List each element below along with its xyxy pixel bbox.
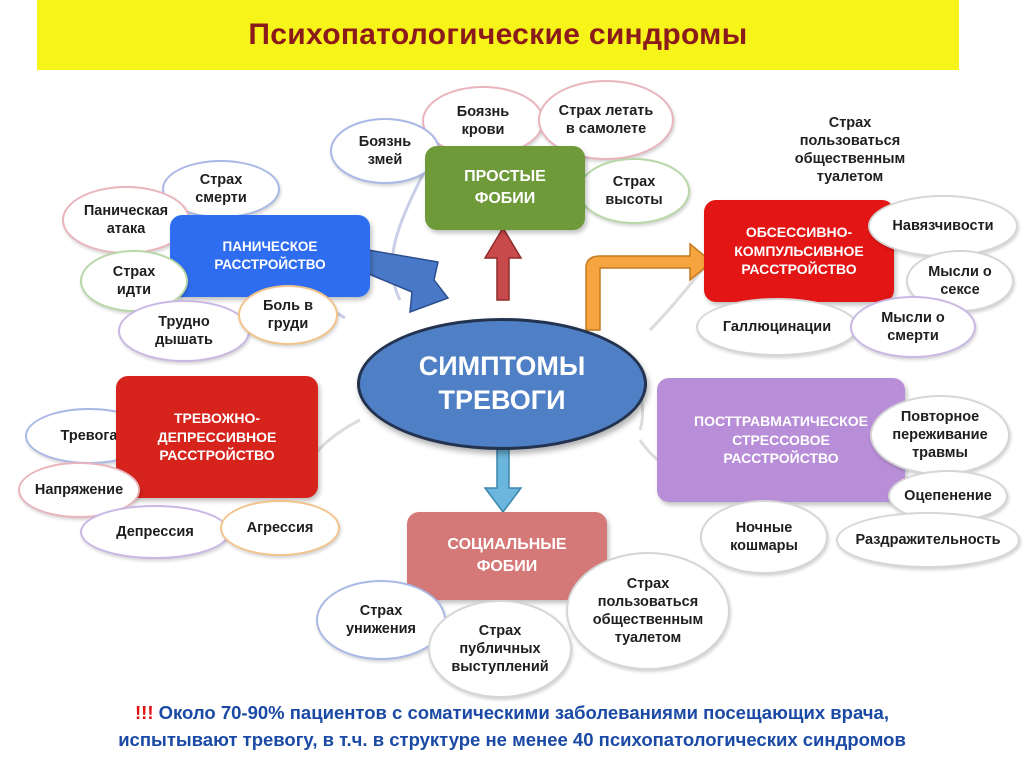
category-simple-phobias: ПРОСТЫЕ ФОБИИ (425, 146, 585, 230)
page-title: Психопатологические синдромы (248, 18, 748, 51)
bubble-label: Депрессия (116, 523, 194, 540)
bubble-label: Мысли о смерти (881, 309, 945, 344)
footer-line-1: !!! Около 70-90% пациентов с соматически… (20, 700, 1004, 727)
bubble-fear-snakes: Боязнь змей (330, 118, 440, 184)
bubble-label: Агрессия (246, 519, 314, 536)
bubble-fear-height: Страх высоты (578, 158, 690, 224)
footer-exclaim: !!! (135, 702, 154, 723)
category-ocd: ОБСЕССИВНО-КОМПУЛЬСИВНОЕ РАССТРОЙСТВО (704, 200, 894, 302)
bubble-label: Трудно дышать (155, 313, 213, 348)
bubble-tension: Напряжение (18, 462, 140, 518)
bubble-label: Страх смерти (195, 171, 247, 206)
bubble-thoughts-death: Мысли о смерти (850, 296, 976, 358)
bubble-label: Паническая атака (83, 202, 169, 237)
bubble-label: Боязнь крови (456, 103, 510, 138)
bubble-hallucinations: Галлюцинации (696, 298, 858, 356)
category-label: СОЦИАЛЬНЫЕ ФОБИИ (447, 536, 567, 575)
bubble-aggression: Агрессия (220, 500, 340, 556)
category-anxiety-depressive: ТРЕВОЖНО-ДЕПРЕССИВНОЕ РАССТРОЙСТВО (116, 376, 318, 498)
category-ptsd: ПОСТТРАВМАТИЧЕСКОЕ СТРЕССОВОЕ РАССТРОЙСТ… (657, 378, 905, 502)
bubble-obsessions: Навязчивости (868, 195, 1018, 257)
bubble-label: Тревога (60, 427, 118, 444)
bubble-irritability: Раздражительность (836, 512, 1020, 568)
footer-note: !!! Около 70-90% пациентов с соматически… (20, 700, 1004, 754)
bubble-label: Раздражительность (855, 531, 1001, 548)
bubble-reliving-trauma: Повторное переживание травмы (870, 395, 1010, 475)
bubble-label: Страх унижения (345, 602, 417, 637)
arrow-panic (363, 249, 450, 314)
bubble-hard-breathe: Трудно дышать (118, 300, 250, 362)
bubble-label: Страх высоты (605, 173, 663, 208)
bubble-label: Навязчивости (892, 217, 994, 234)
title-bar: Психопатологические синдромы (37, 0, 959, 70)
category-label: ПОСТТРАВМАТИЧЕСКОЕ СТРЕССОВОЕ РАССТРОЙСТ… (694, 412, 868, 467)
bubble-panic-attack: Паническая атака (62, 186, 190, 254)
bubble-depression: Депрессия (80, 505, 230, 559)
bubble-fear-toilet-social: Страх пользоваться общественным туалетом (566, 552, 730, 670)
category-label: ПАНИЧЕСКОЕ РАССТРОЙСТВО (214, 238, 326, 272)
category-label: ТРЕВОЖНО-ДЕПРЕССИВНОЕ РАССТРОЙСТВО (157, 409, 277, 464)
bubble-label: Страх идти (112, 263, 156, 298)
bubble-label: Галлюцинации (722, 318, 832, 335)
bubble-label: Боязнь змей (358, 133, 412, 168)
footer-line-2: испытывают тревогу, в т.ч. в структуре н… (118, 728, 906, 750)
bubble-fear-public-speaking: Страх публичных выступлений (428, 600, 572, 698)
category-panic-disorder: ПАНИЧЕСКОЕ РАССТРОЙСТВО (170, 215, 370, 297)
category-label: ПРОСТЫЕ ФОБИИ (464, 168, 546, 207)
bubble-label: Страх публичных выступлений (451, 622, 549, 676)
arrow-simple (483, 226, 523, 301)
central-label: СИМПТОМЫ ТРЕВОГИ (418, 351, 586, 415)
bubble-label: Ночные кошмары (730, 519, 798, 554)
bubble-fear-death: Страх смерти (162, 160, 280, 218)
bubble-nightmares: Ночные кошмары (700, 500, 828, 574)
bubble-label: Страх пользоваться общественным туалетом (794, 114, 906, 186)
bubble-label: Страх летать в самолете (558, 102, 654, 137)
bubble-label: Страх пользоваться общественным туалетом (592, 575, 704, 647)
bubble-label: Повторное переживание травмы (892, 408, 988, 462)
bubble-chest-pain: Боль в груди (238, 285, 338, 345)
bubble-fear-toilet-ocd: Страх пользоваться общественным туалетом (770, 95, 930, 205)
central-node: СИМПТОМЫ ТРЕВОГИ (357, 318, 647, 450)
arrow-social (483, 447, 523, 514)
bubble-label: Напряжение (34, 481, 124, 498)
category-label: ОБСЕССИВНО-КОМПУЛЬСИВНОЕ РАССТРОЙСТВО (734, 223, 864, 278)
bubble-fear-humiliation: Страх унижения (316, 580, 446, 660)
footer-line-1-text: Около 70-90% пациентов с соматическими з… (153, 702, 889, 723)
curve-simple (390, 159, 432, 301)
arrow-ocd (585, 242, 714, 331)
bubble-label: Оцепенение (904, 487, 992, 504)
bubble-label: Мысли о сексе (928, 263, 992, 298)
bubble-label: Боль в груди (263, 297, 313, 332)
